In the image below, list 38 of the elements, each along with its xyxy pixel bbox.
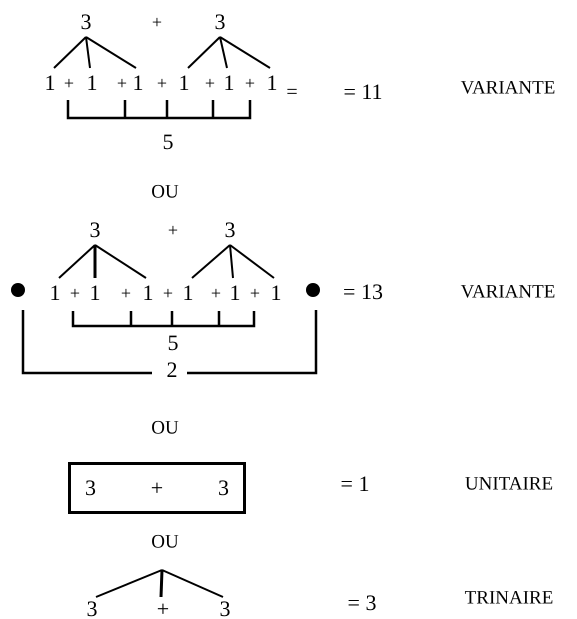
tree-line bbox=[85, 36, 137, 69]
tree-line bbox=[53, 36, 87, 69]
tree-line bbox=[94, 245, 96, 278]
number-text: 1 bbox=[90, 282, 100, 304]
number-text: 1 bbox=[86, 72, 98, 94]
number-text: 1 bbox=[44, 72, 56, 94]
number-text: + bbox=[156, 598, 170, 619]
number-text: 1 bbox=[50, 282, 60, 304]
tree-line bbox=[219, 36, 271, 69]
tree-line bbox=[162, 569, 224, 598]
tree-line bbox=[191, 244, 231, 279]
tree-line bbox=[229, 244, 275, 279]
number-text: 3 bbox=[86, 598, 98, 619]
number-text: 1 bbox=[178, 72, 190, 94]
tree-line bbox=[85, 36, 91, 68]
number-text: 1 bbox=[182, 282, 194, 304]
number-text: 1 bbox=[266, 72, 278, 94]
number-text: 1 bbox=[142, 282, 154, 304]
number-text: + bbox=[150, 477, 164, 499]
number-text: 3 bbox=[85, 477, 96, 499]
tree-line bbox=[229, 244, 234, 278]
number-text: 1 bbox=[230, 282, 240, 304]
tree-line bbox=[219, 36, 228, 68]
number-text: 3 bbox=[218, 477, 229, 499]
number-text: 3 bbox=[80, 11, 92, 33]
number-text: 3 bbox=[90, 219, 100, 241]
number-text: 3 bbox=[224, 219, 236, 241]
number-text: 1 bbox=[132, 72, 144, 94]
number-text: 1 bbox=[270, 282, 282, 304]
tree-line bbox=[187, 36, 221, 69]
grouping-box bbox=[68, 462, 246, 514]
tree-line bbox=[94, 244, 147, 279]
number-text: 3 bbox=[214, 11, 226, 33]
tree-line bbox=[96, 569, 162, 598]
number-text: 1 bbox=[224, 72, 234, 94]
tree-line bbox=[58, 244, 96, 279]
number-text: 3 bbox=[220, 598, 230, 619]
tree-line bbox=[160, 570, 164, 598]
